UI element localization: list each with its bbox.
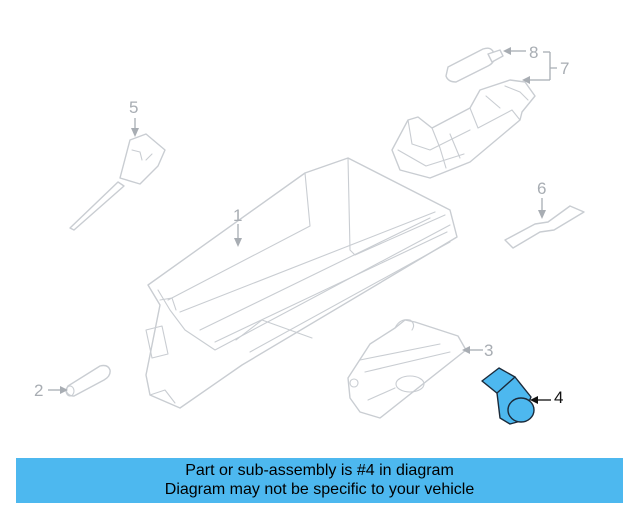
info-banner: Part or sub-assembly is #4 in diagram Di…	[16, 458, 623, 503]
callout-7: 7	[560, 59, 569, 78]
part-1-glove-box[interactable]	[145, 157, 458, 409]
leader-lines	[48, 47, 557, 404]
part-7-bracket[interactable]	[391, 79, 536, 179]
callout-2: 2	[34, 381, 43, 400]
part-4-damper[interactable]	[481, 367, 535, 425]
part-5-striker[interactable]	[69, 133, 166, 231]
callout-5: 5	[129, 98, 138, 117]
callout-4: 4	[554, 388, 563, 407]
callout-6: 6	[537, 179, 546, 198]
banner-line-2: Diagram may not be specific to your vehi…	[164, 481, 475, 498]
part-3-latch[interactable]	[347, 319, 467, 419]
callout-3: 3	[484, 341, 493, 360]
callout-8: 8	[529, 43, 538, 62]
banner-line-1: Part or sub-assembly is #4 in diagram	[185, 462, 454, 479]
callout-1: 1	[233, 206, 242, 225]
part-8-bumper[interactable]	[445, 47, 504, 83]
part-6-strip[interactable]	[504, 205, 585, 249]
part-2-pin[interactable]	[65, 364, 111, 397]
